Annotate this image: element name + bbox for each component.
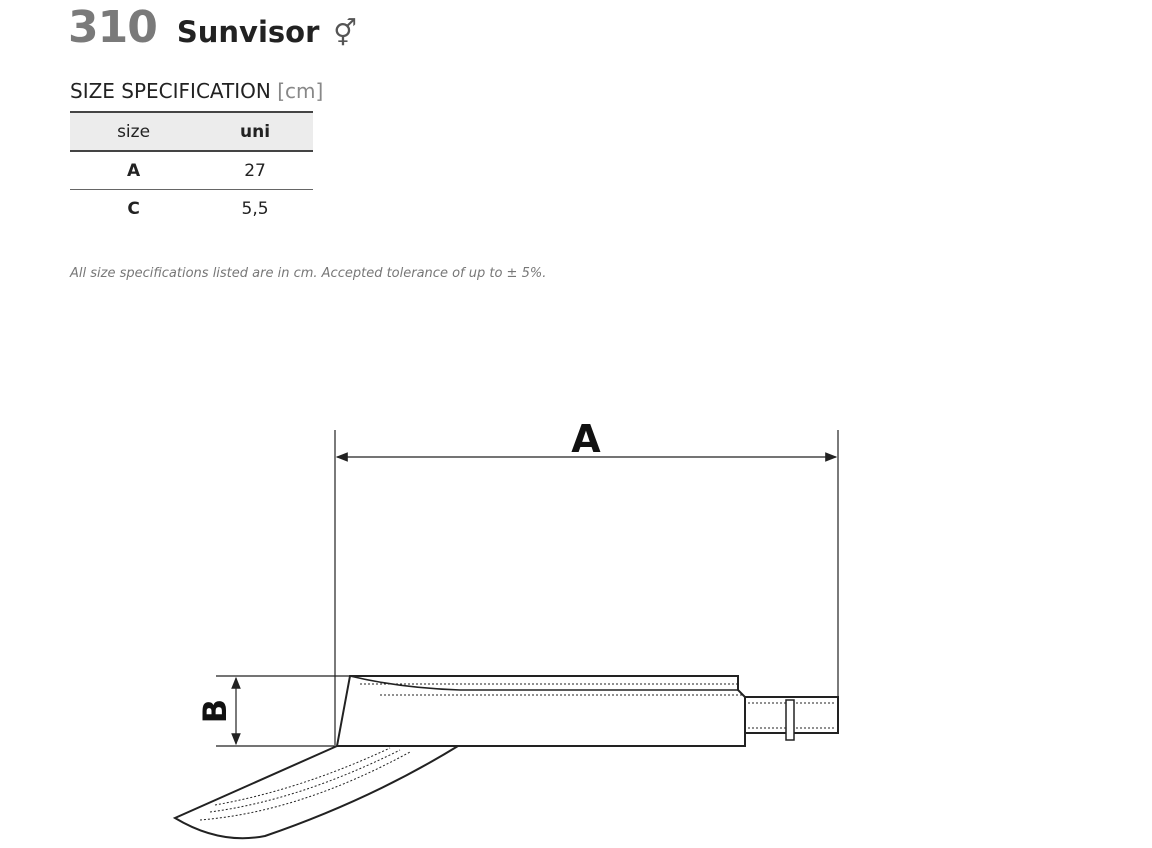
row-value: 5,5 <box>241 198 269 219</box>
row-key: A <box>70 151 198 190</box>
visor-brim <box>172 745 462 840</box>
label-a: A <box>571 417 601 461</box>
header-size: size <box>70 111 198 152</box>
tolerance-note: All size specifications listed are in cm… <box>70 266 547 281</box>
size-spec-heading: SIZE SPECIFICATION [cm] <box>70 79 323 103</box>
visor-band <box>335 675 746 747</box>
row-key: C <box>127 198 140 219</box>
label-b: B <box>196 699 234 723</box>
size-table: size uni A 27 C 5,5 <box>70 111 313 227</box>
row-value: 27 <box>197 151 313 190</box>
unisex-icon: ⚥ <box>333 19 357 49</box>
table-row: C 5,5 <box>70 190 313 228</box>
strap-buckle <box>785 699 795 741</box>
product-number: 310 <box>68 2 158 53</box>
header-uni: uni <box>197 111 313 152</box>
product-name: Sunvisor <box>176 15 320 49</box>
size-spec-unit: [cm] <box>277 79 324 103</box>
product-title: 310 Sunvisor ⚥ <box>68 2 357 53</box>
table-header: size uni <box>70 111 313 152</box>
size-spec-title: SIZE SPECIFICATION <box>70 79 271 103</box>
table-row: A 27 <box>70 151 313 190</box>
